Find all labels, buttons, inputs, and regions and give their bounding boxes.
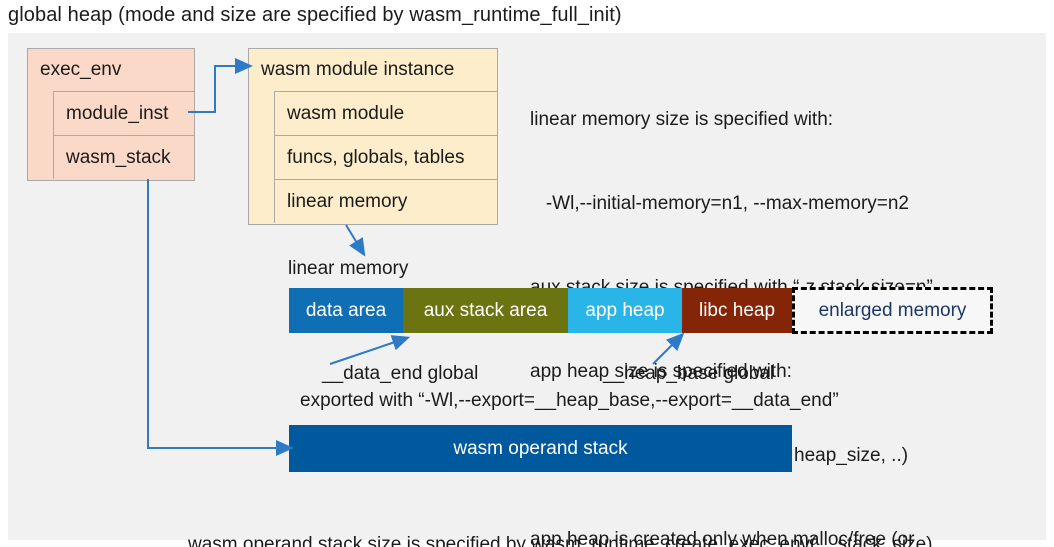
exec-env-row-wasm-stack: wasm_stack xyxy=(53,135,194,179)
segment-enlarged-memory: enlarged memory xyxy=(792,287,993,334)
note-line: app heap is created only when malloc/fre… xyxy=(530,529,915,547)
note-line: -Wl,--initial-memory=n1, --max-memory=n2 xyxy=(530,193,909,214)
module-instance-row-wasm-module: wasm module xyxy=(274,91,497,135)
diagram-title: global heap (mode and size are specified… xyxy=(8,4,622,26)
note-line: wasm operand stack size is specified by … xyxy=(188,534,933,547)
segment-aux-stack-area: aux stack area xyxy=(403,288,568,333)
segment-data-area: data area xyxy=(289,288,403,333)
wasm-operand-stack-label: wasm operand stack xyxy=(453,437,628,459)
segment-libc-heap: libc heap xyxy=(682,288,792,333)
heap-base-global-label: __heap_base global xyxy=(603,363,775,384)
module-instance-header: wasm module instance xyxy=(261,59,455,80)
module-instance-box: wasm module instance wasm module funcs, … xyxy=(248,48,498,225)
segment-app-heap: app heap xyxy=(568,288,682,333)
module-instance-row-funcs-globals-tables: funcs, globals, tables xyxy=(274,135,497,179)
operand-stack-notes: wasm operand stack size is specified by … xyxy=(188,480,933,547)
note-line: linear memory size is specified with: xyxy=(530,109,834,130)
exec-env-row-module-inst: module_inst xyxy=(53,91,194,135)
export-flags-label: exported with “-Wl,--export=__heap_base,… xyxy=(300,390,839,411)
wasm-operand-stack-box: wasm operand stack xyxy=(289,425,792,472)
linear-memory-label: linear memory xyxy=(288,258,409,279)
exec-env-box: exec_env module_inst wasm_stack xyxy=(27,48,195,181)
note-line: app heap size is specified with: xyxy=(530,361,792,382)
exec-env-header: exec_env xyxy=(40,59,122,80)
module-instance-row-linear-memory: linear memory xyxy=(274,179,497,223)
data-end-global-label: __data_end global xyxy=(322,363,479,384)
